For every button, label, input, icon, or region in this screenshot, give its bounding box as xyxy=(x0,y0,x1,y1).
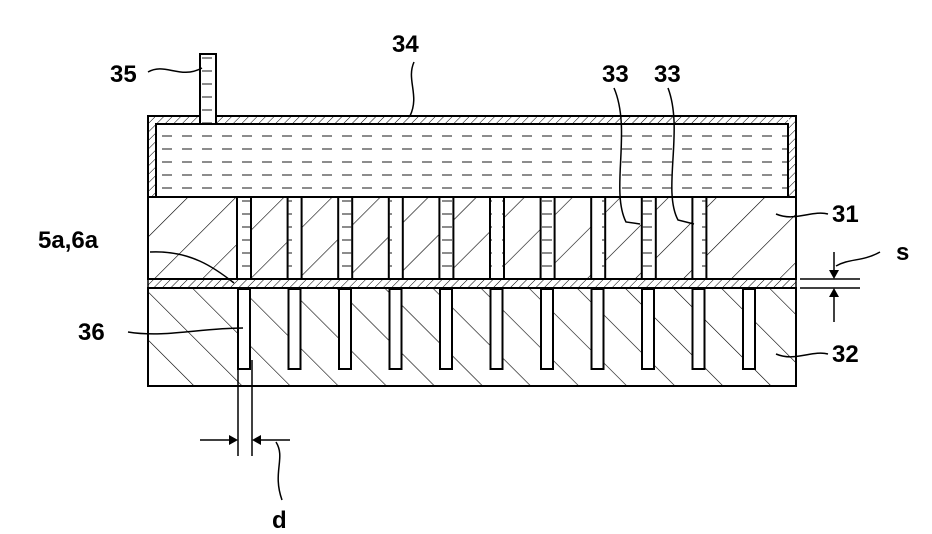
channel-liquid xyxy=(542,198,554,278)
channel-liquid xyxy=(693,198,705,278)
leader-35 xyxy=(148,68,202,72)
channel-liquid xyxy=(643,198,655,278)
bore xyxy=(642,289,654,369)
bore xyxy=(491,289,503,369)
nozzle-layer xyxy=(148,279,796,288)
reservoir-liquid xyxy=(160,126,788,196)
label-32: 32 xyxy=(832,341,859,368)
channel-liquid xyxy=(491,198,503,278)
label-31: 31 xyxy=(832,201,859,228)
label-34: 34 xyxy=(392,31,419,58)
label-36: 36 xyxy=(78,319,105,346)
label-5a-6a: 5a,6a xyxy=(38,227,99,254)
reservoir xyxy=(148,116,796,197)
bore xyxy=(440,289,452,369)
channel-liquid xyxy=(440,198,452,278)
channel-liquid xyxy=(238,198,250,278)
label-33-first: 33 xyxy=(602,61,629,88)
bore xyxy=(390,289,402,369)
channel-liquid xyxy=(592,198,604,278)
bore xyxy=(743,289,755,369)
upper-plate xyxy=(148,197,796,279)
channel-liquid xyxy=(390,198,402,278)
bore xyxy=(238,289,250,369)
label-33-second: 33 xyxy=(654,61,681,88)
bore xyxy=(339,289,351,369)
bore xyxy=(693,289,705,369)
channel-liquid xyxy=(339,198,351,278)
bore xyxy=(592,289,604,369)
gap-dimension xyxy=(800,252,880,322)
label-35: 35 xyxy=(110,61,137,88)
bore xyxy=(541,289,553,369)
channel-liquid xyxy=(289,198,301,278)
label-d: d xyxy=(272,507,287,534)
leader-34 xyxy=(410,62,414,116)
label-s: s xyxy=(896,239,909,266)
bore xyxy=(289,289,301,369)
lower-plate xyxy=(148,288,796,386)
inlet-tube xyxy=(200,54,216,124)
